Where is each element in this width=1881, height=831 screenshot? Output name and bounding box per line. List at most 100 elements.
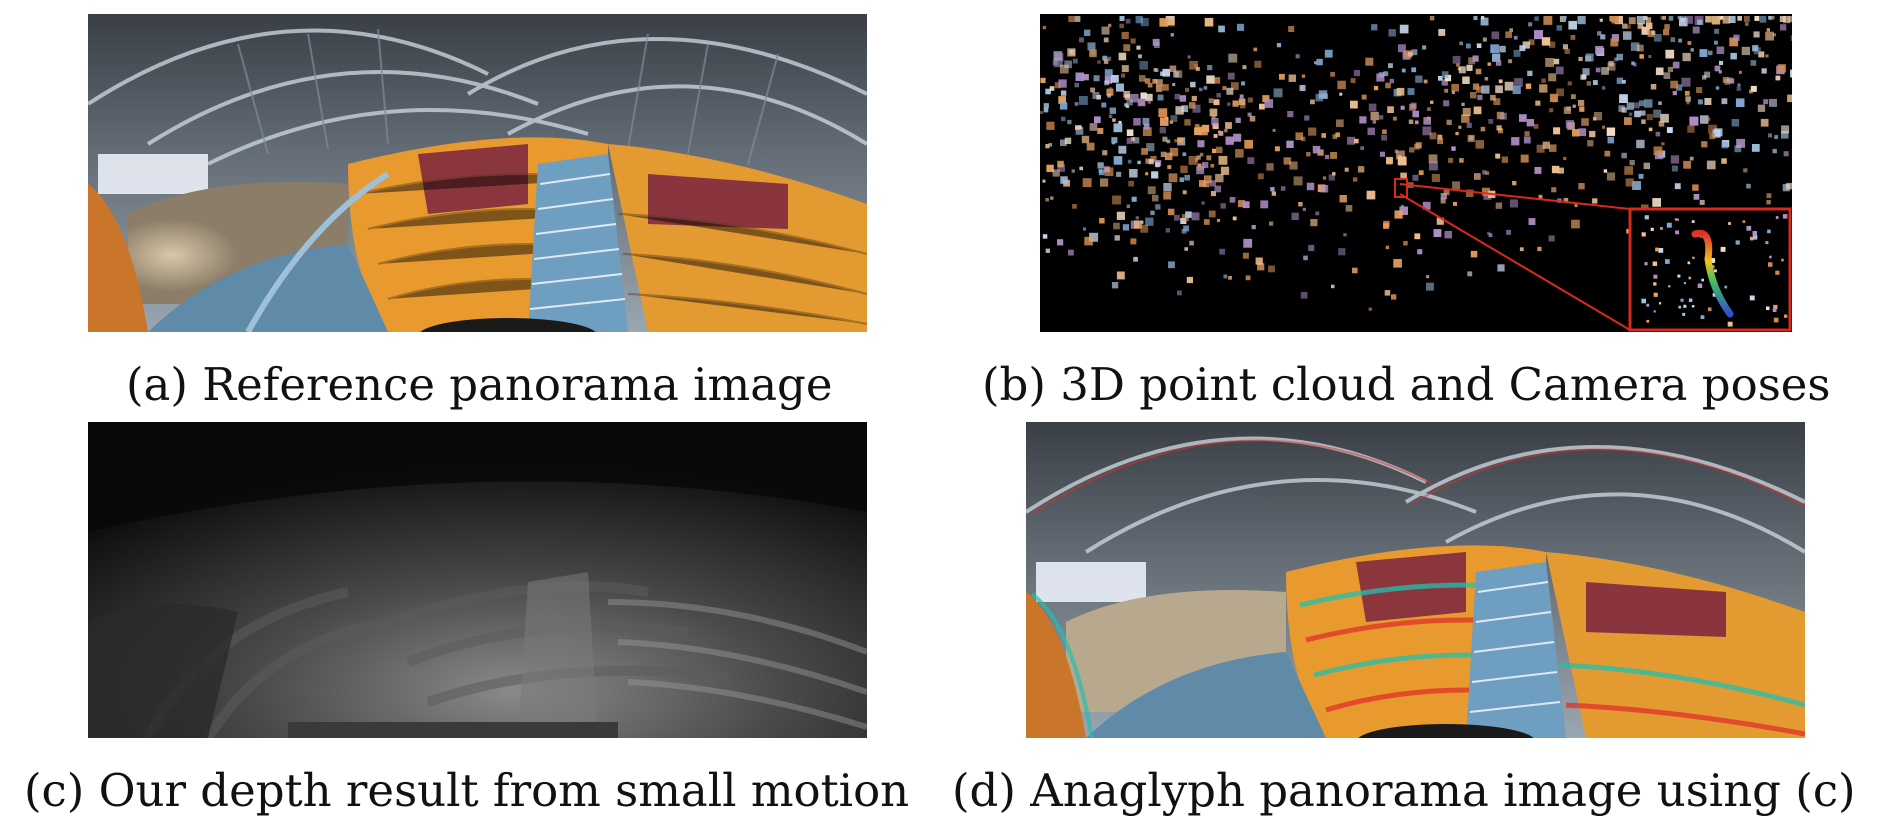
inset-point [1768,262,1773,267]
point-cloud-point [1202,162,1209,169]
point-cloud-point [1411,49,1418,56]
point-cloud-point [1551,165,1560,174]
point-cloud-point [1624,117,1632,125]
point-cloud-point [1706,160,1716,170]
inset-point [1724,285,1728,289]
point-cloud-point [1508,59,1513,64]
point-cloud-point [1126,204,1131,208]
point-cloud-point [1660,113,1669,123]
point-cloud-point [1687,125,1695,133]
point-cloud-point [1495,202,1503,209]
point-cloud-point [1775,75,1781,81]
point-cloud-point [1733,34,1740,41]
point-cloud-point [1104,167,1114,177]
point-cloud-point [1180,165,1188,174]
point-cloud-point [1706,117,1711,121]
point-cloud-point [1167,208,1175,216]
point-cloud-point [1223,274,1228,279]
point-cloud-point [1459,41,1463,46]
point-cloud-point [1427,107,1431,111]
point-cloud-point [1320,185,1329,193]
point-cloud-point [1418,170,1424,176]
point-cloud-point [1636,16,1645,25]
anaglyph-panorama-image [1026,422,1805,738]
point-cloud-point [1116,211,1125,220]
inset-point [1784,314,1788,318]
inset-point [1652,261,1658,266]
point-cloud-point [1168,173,1178,183]
point-cloud-point [1636,139,1645,149]
point-cloud-point [1162,136,1168,142]
point-cloud-point [1247,97,1253,103]
point-cloud-point [1472,83,1480,90]
point-cloud-point [1338,248,1346,256]
point-cloud-point [1210,163,1215,168]
point-cloud-point [1102,55,1108,61]
point-cloud-point [1264,99,1274,108]
point-cloud-point [1563,198,1569,203]
point-cloud-point [1353,70,1360,77]
point-cloud-point [1075,125,1080,130]
point-cloud-point [1592,198,1598,204]
point-cloud-point [1513,49,1521,57]
point-cloud-point [1685,96,1691,102]
point-cloud-point [1097,128,1104,134]
point-cloud-point [1237,23,1245,31]
point-cloud-point [1549,93,1559,102]
point-cloud-point [1134,220,1143,229]
point-cloud-point [1365,57,1374,66]
point-cloud-point [1490,44,1499,53]
point-cloud-point [1701,141,1708,148]
point-cloud-point [1074,82,1079,88]
inset-point [1683,304,1687,308]
point-cloud-point [1408,51,1413,57]
point-cloud-point [1541,37,1551,46]
point-cloud-point [1753,31,1760,38]
point-cloud-point [1558,167,1564,174]
point-cloud-point [1526,119,1535,127]
point-cloud-point [1050,196,1054,200]
caption-d: (d) Anaglyph panorama image using (c) [952,764,1856,817]
point-cloud-point [1048,143,1053,147]
point-cloud-point [1159,18,1168,27]
point-cloud-point [1094,116,1101,124]
inset-point [1641,232,1646,237]
point-cloud-point [1444,230,1452,239]
point-cloud-point [1704,71,1711,78]
depth-map-result [88,422,867,738]
point-cloud-point [1437,138,1444,145]
point-cloud-point [1618,105,1625,112]
point-cloud-point [1097,162,1104,169]
point-cloud-point [1160,151,1167,157]
point-cloud-point [1111,137,1118,144]
point-cloud-point [1081,135,1090,144]
point-cloud-point [1474,173,1481,180]
point-cloud-point [1231,82,1239,90]
point-cloud-point [1273,88,1283,98]
point-cloud-point [1232,216,1237,221]
point-cloud-point [1207,65,1213,71]
point-cloud-point [1042,179,1046,183]
point-cloud-point [1133,137,1140,144]
point-cloud-point [1087,42,1096,51]
point-cloud-point [1123,44,1131,52]
point-cloud-point [1145,93,1153,102]
point-cloud-point [1505,31,1512,39]
point-cloud-point [1519,247,1524,252]
point-cloud-point [1330,71,1335,77]
point-cloud-point [1666,127,1673,133]
point-cloud-point [1757,104,1766,112]
inset-point [1683,282,1686,285]
point-cloud-point [1366,190,1376,200]
point-cloud-point [1563,156,1567,161]
point-cloud-point [1054,82,1061,89]
point-cloud-point [1787,94,1792,103]
point-cloud-point [1643,16,1648,20]
point-cloud-point [1528,22,1533,27]
point-cloud-point [1165,228,1170,233]
point-cloud-point [1488,233,1493,238]
inset-point [1701,278,1704,282]
point-cloud-point [1059,102,1068,110]
point-cloud-point [1574,204,1578,208]
point-cloud-point [1653,109,1662,118]
